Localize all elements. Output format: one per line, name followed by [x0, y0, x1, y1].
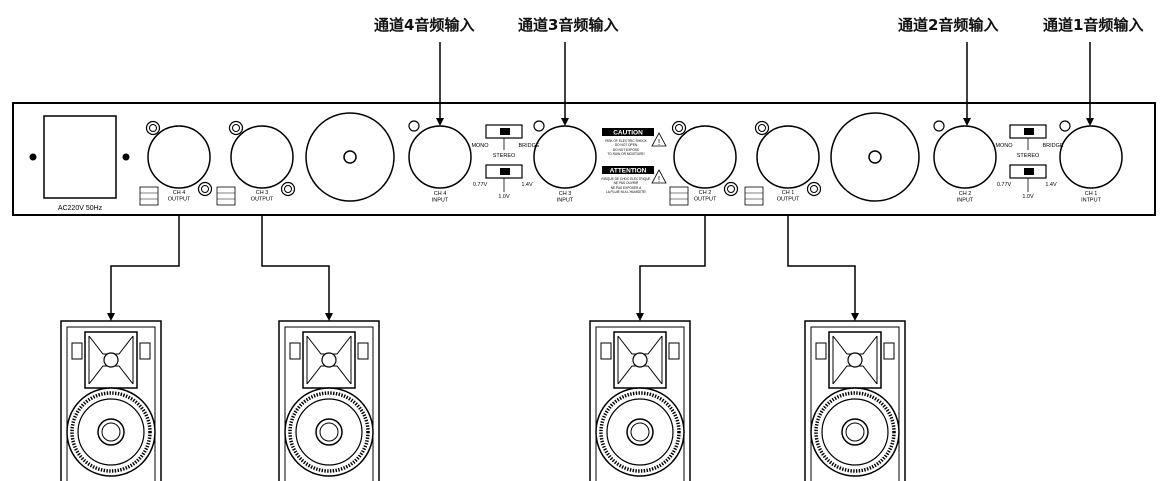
mono-label: MONO [995, 143, 1013, 149]
svg-text:!: ! [658, 175, 660, 184]
sens-077-label: 0.77V [997, 182, 1012, 188]
speaker-1-icon [60, 320, 162, 481]
terminal-block-icon [216, 186, 236, 206]
stereo-label: STEREO [493, 153, 516, 159]
sens-14-label: 1.4V [1045, 182, 1057, 188]
terminal-block-icon [669, 186, 689, 206]
terminal-block-icon [139, 186, 159, 206]
power-inlet-box [43, 115, 117, 199]
output-cable-ch4 [107, 215, 180, 321]
speaker-3-icon [589, 320, 691, 481]
input-connector-ch2-icon [933, 125, 997, 189]
screw-left-icon [29, 153, 37, 161]
output-cable-ch3 [261, 215, 333, 321]
mono-label: MONO [471, 143, 489, 149]
screw-right-icon [122, 153, 130, 161]
mount-hole-icon [408, 120, 420, 132]
fan-right-icon [830, 112, 920, 202]
svg-text:CAUTION: CAUTION [613, 130, 643, 137]
sens-077-label: 0.77V [473, 182, 488, 188]
output-cable-ch1 [787, 215, 859, 321]
ch1-input-label: 通道1音频输入 [1043, 16, 1144, 34]
output-connector-ch3-icon [230, 125, 294, 189]
svg-text:TO RAIN OR MOISTURE!: TO RAIN OR MOISTURE! [607, 152, 644, 156]
ch2-input-label: 通道2音频输入 [898, 16, 999, 34]
svg-text:RISQUE DE CHOC ELECTRIQUE: RISQUE DE CHOC ELECTRIQUE [601, 177, 650, 181]
svg-text:DO NOT EXPOSE: DO NOT EXPOSE [613, 148, 639, 152]
speaker-2-icon [278, 320, 380, 481]
svg-text:NE PAS OUVRIR: NE PAS OUVRIR [614, 181, 639, 185]
svg-text:LA PLUIE NI A L'HUMIDITE!: LA PLUIE NI A L'HUMIDITE! [606, 190, 646, 194]
bridge-label: BRIDGE [518, 143, 539, 149]
stereo-label: STEREO [1017, 153, 1040, 159]
output-connector-ch2-icon [673, 125, 737, 189]
output-connector-ch1-icon [756, 125, 820, 189]
output-connector-ch4-icon [147, 125, 211, 189]
sens-10-label: 1.0V [1022, 194, 1034, 200]
svg-text:!: ! [658, 138, 660, 147]
input-connector-ch1-icon [1059, 125, 1123, 189]
warning-triangle-icon-2: ! [651, 169, 667, 184]
power-label: AC220V 50Hz [58, 205, 103, 212]
terminal-block-icon [744, 186, 764, 206]
svg-text:NE PAS EXPOSER A: NE PAS EXPOSER A [611, 186, 642, 190]
speaker-4-icon [804, 320, 906, 481]
output-cable-ch2 [636, 215, 706, 321]
svg-text:DO NOT OPEN: DO NOT OPEN [615, 143, 638, 147]
fan-left-icon [305, 112, 395, 202]
sens-14-label: 1.4V [521, 182, 533, 188]
mount-hole-icon [1059, 120, 1071, 132]
warning-triangle-icon: ! [651, 132, 667, 147]
bridge-label: BRIDGE [1042, 143, 1063, 149]
input-connector-ch3-icon [533, 125, 597, 189]
sens-10-label: 1.0V [498, 194, 510, 200]
mount-hole-icon [533, 120, 545, 132]
mount-hole-icon [933, 120, 945, 132]
svg-text:RISK OF ELECTRIC SHOCK: RISK OF ELECTRIC SHOCK [605, 139, 647, 143]
caution-label: CAUTION RISK OF ELECTRIC SHOCK DO NOT OP… [601, 128, 667, 194]
ch4-input-label: 通道4音频输入 [374, 16, 475, 34]
svg-text:ATTENTION: ATTENTION [610, 168, 647, 175]
input-connector-ch4-icon [408, 125, 472, 189]
ch3-input-label: 通道3音频输入 [518, 16, 619, 34]
